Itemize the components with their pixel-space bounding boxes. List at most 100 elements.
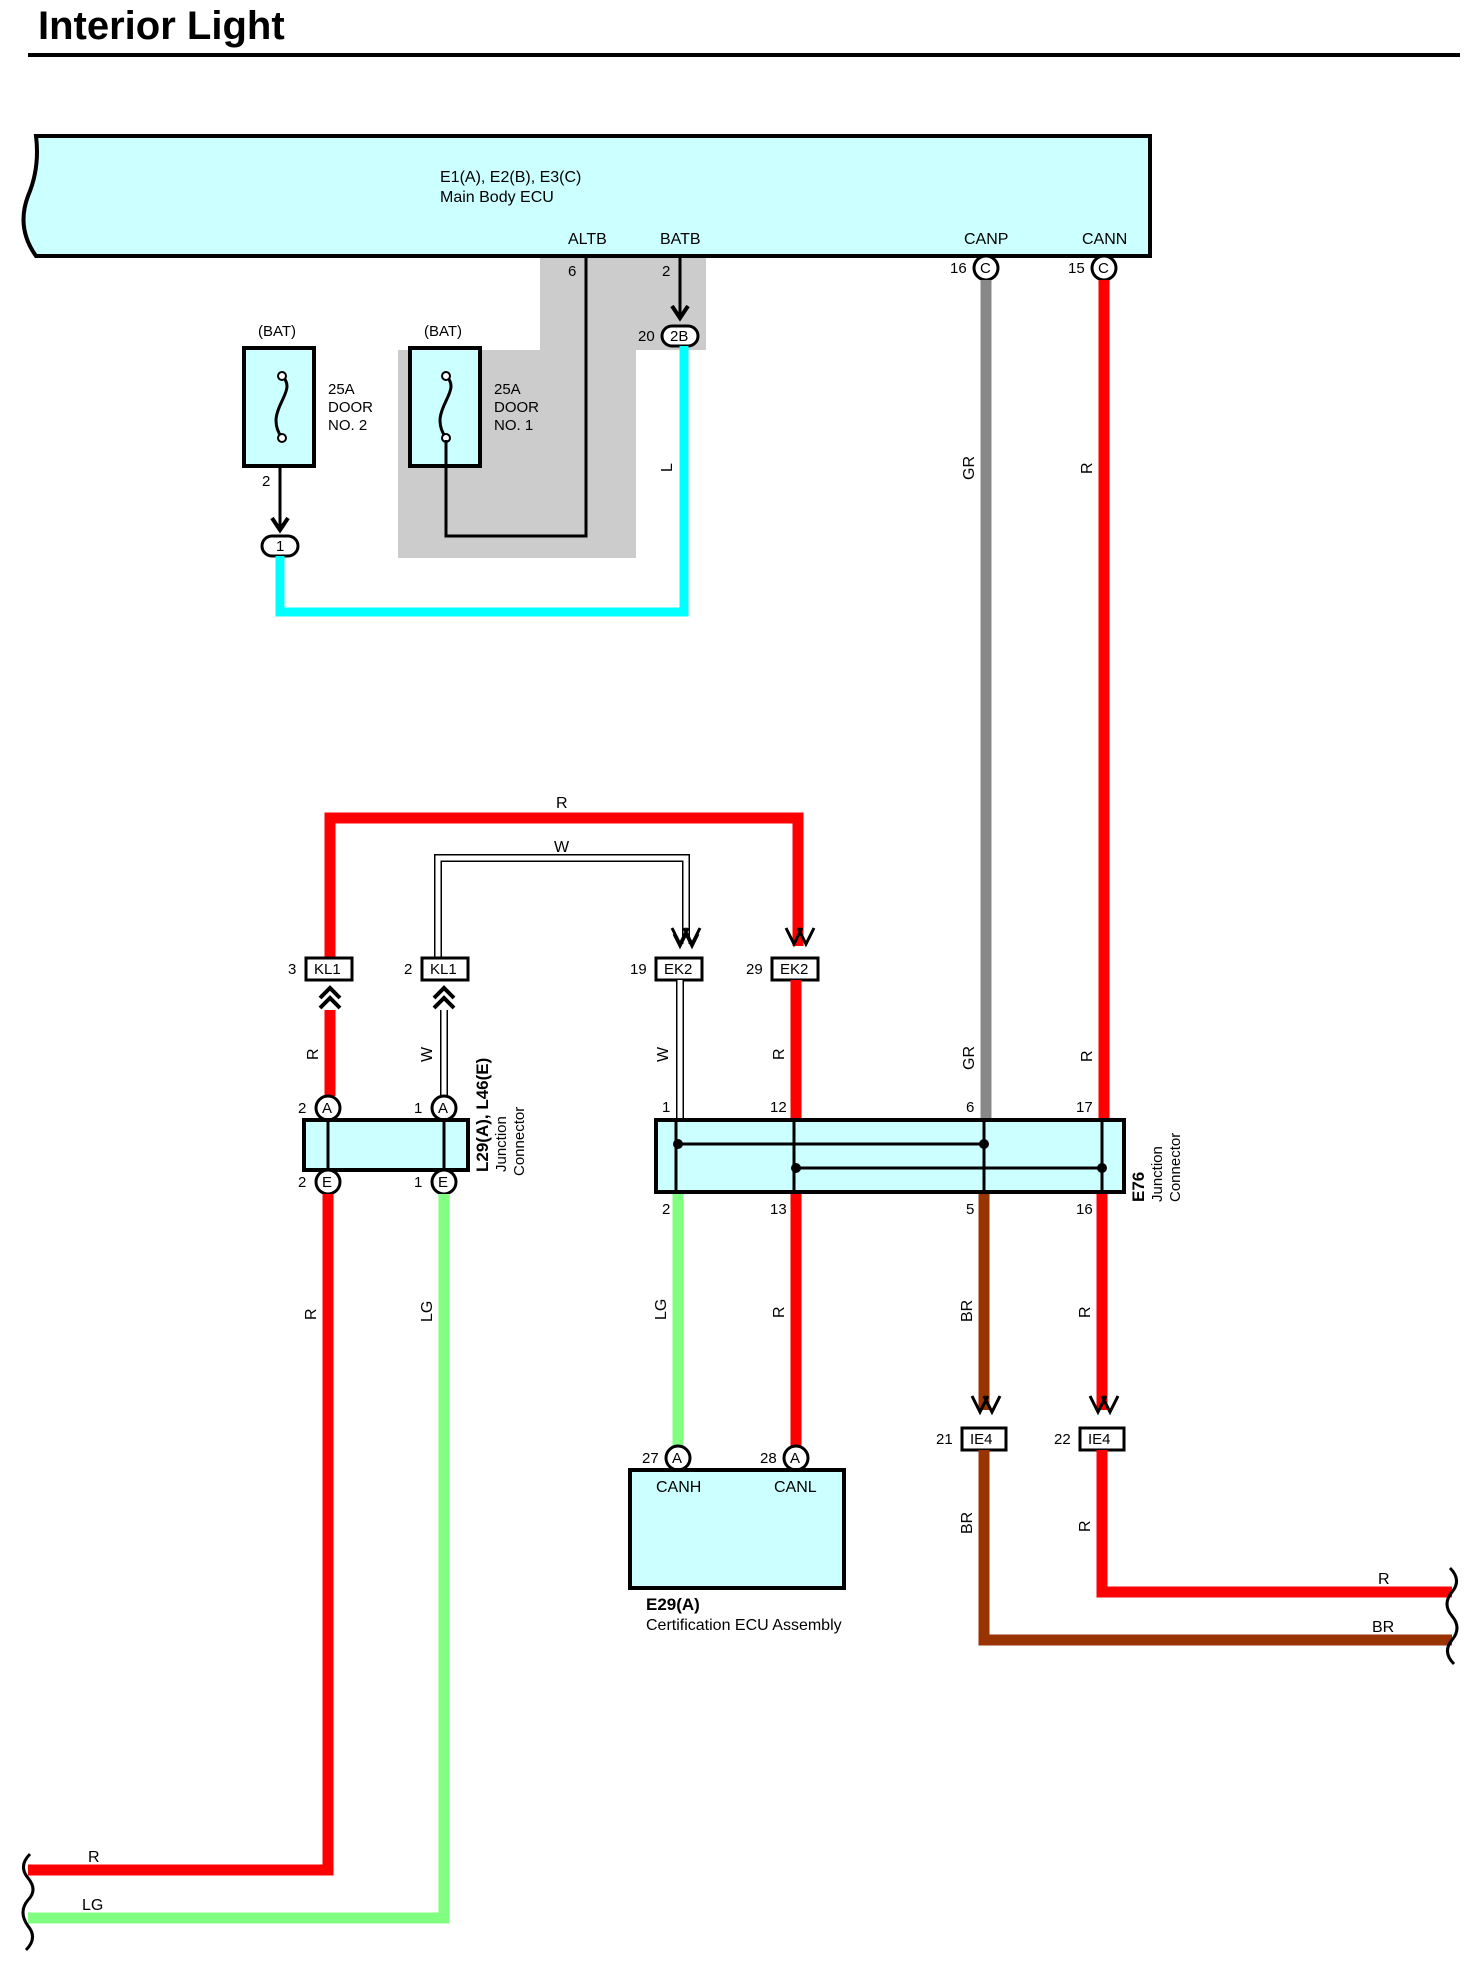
wire-label-gr-upper: GR [961, 456, 978, 480]
jb-connector-label: 2B [670, 328, 688, 345]
fuse-left-connector-label: 1 [276, 538, 284, 555]
pin-label-batb: BATB [660, 231, 701, 248]
jc-left-top-conn-b: A [438, 1100, 448, 1117]
wire-label-lg-lower-left: LG [419, 1301, 436, 1322]
altb-wire [444, 256, 588, 538]
wire-label-w-ek2: W [655, 1046, 672, 1062]
ie4-22-label: IE4 [1088, 1431, 1111, 1448]
jc-left-name: L29(A), L46(E) [473, 1058, 492, 1172]
wire-label-br-right: BR [1372, 1619, 1394, 1636]
batb-arrow-icon [670, 304, 690, 322]
wire-r-top [324, 812, 804, 960]
fuse-right-line1: DOOR [494, 399, 539, 416]
cert-conn-a: A [672, 1450, 682, 1467]
ie4-22-pin: 22 [1054, 1431, 1071, 1448]
kl1-2-pin: 2 [404, 961, 412, 978]
fuse-left-line1: DOOR [328, 399, 373, 416]
cert-conn-b: A [790, 1450, 800, 1467]
fuse-left-source: (BAT) [258, 323, 296, 340]
wire-label-lg-bottom: LG [82, 1897, 103, 1914]
wire-label-l: L [659, 463, 676, 472]
jc-e76-box [654, 1118, 1126, 1194]
wire-br-bottom-right [978, 1450, 1452, 1646]
cert-canh-label: CANH [656, 1479, 701, 1496]
wire-label-r-cert: R [771, 1306, 788, 1318]
wire-label-br-upper: BR [959, 1300, 976, 1322]
jc-left-box [302, 1118, 470, 1172]
cert-ecu-box [628, 1468, 846, 1590]
jc-left-bot-pin-1: 1 [414, 1174, 422, 1191]
jc-left-line1: Junction [493, 1116, 510, 1172]
wire-label-w-top: W [554, 839, 570, 856]
page-title: Interior Light [38, 4, 285, 48]
wire-w-top [434, 854, 690, 960]
wire-label-gr-lower: GR [961, 1046, 978, 1070]
e76-top-pin-12: 12 [770, 1099, 787, 1116]
title-rule [28, 53, 1460, 57]
junction-block-shade [398, 258, 706, 558]
ie4-21-label: IE4 [970, 1431, 993, 1448]
jc-left-top-pin-0: 2 [298, 1100, 306, 1117]
jc-left-bot-conn-b: E [438, 1174, 448, 1191]
ie4-21-pin: 21 [936, 1431, 953, 1448]
e76-top-pin-17: 17 [1076, 1099, 1093, 1116]
jc-left-line2: Connector [511, 1107, 528, 1176]
e76-line2: Connector [1167, 1133, 1184, 1202]
wire-r-bottom-left [28, 1194, 334, 1876]
wire-label-r-cann-upper: R [1079, 462, 1096, 474]
main-body-ecu-box [21, 134, 1152, 258]
wire-label-r-lower-left: R [303, 1308, 320, 1320]
cann-connector-label: C [1098, 260, 1109, 277]
wire-label-r-top: R [556, 795, 568, 812]
wire-label-r-ie4-upper: R [1077, 1306, 1094, 1318]
ek2-29-pin: 29 [746, 961, 763, 978]
cert-pin-28: 28 [760, 1450, 777, 1467]
canp-pin-number: 16 [950, 260, 967, 277]
fuse-left-symbol-icon [274, 374, 289, 439]
cert-pin-27: 27 [642, 1450, 659, 1467]
ek2-19-pin: 19 [630, 961, 647, 978]
wire-label-br-lower: BR [959, 1512, 976, 1534]
ek2-29-arrow-icon [784, 927, 816, 948]
fuse-right-line2: NO. 1 [494, 417, 533, 434]
jc-left-bot-pin-0: 2 [298, 1174, 306, 1191]
wire-label-r-ie4-lower: R [1077, 1520, 1094, 1532]
fuse-right-amp: 25A [494, 381, 521, 398]
wire-break-right-icon [1445, 1566, 1459, 1666]
kl1-2-arrow-icon [432, 985, 456, 1010]
e76-top-pin-6: 6 [966, 1099, 974, 1116]
pin-label-canp: CANP [964, 231, 1008, 248]
altb-pin-number: 6 [568, 263, 576, 280]
kl1-3-label: KL1 [314, 961, 341, 978]
cert-canl-label: CANL [774, 1479, 817, 1496]
batb-pin-number: 2 [662, 263, 670, 280]
wire-break-left-icon [21, 1852, 35, 1952]
e76-bot-pin-5: 5 [966, 1201, 974, 1218]
pin-label-altb: ALTB [568, 231, 607, 248]
ecu-description: Main Body ECU [440, 189, 554, 206]
wire-label-r-kl1: R [305, 1048, 322, 1060]
ie4-22-arrow-icon [1088, 1395, 1120, 1416]
wire-r-bottom-right [1096, 1450, 1452, 1598]
cert-ecu-description: Certification ECU Assembly [646, 1617, 842, 1634]
fuse-left-arrow-icon [270, 516, 290, 534]
wire-label-lg-cert: LG [653, 1299, 670, 1320]
jc-left-bot-conn-a: E [322, 1174, 332, 1191]
cann-pin-number: 15 [1068, 260, 1085, 277]
wire-label-r-bottom: R [88, 1849, 100, 1866]
wire-l-cyan [275, 346, 689, 617]
fuse-left-pin: 2 [262, 473, 270, 490]
fuse-right-source: (BAT) [424, 323, 462, 340]
canp-connector-label: C [980, 260, 991, 277]
ek2-19-label: EK2 [664, 961, 692, 978]
wire-label-w-kl1: W [419, 1046, 436, 1062]
kl1-3-pin: 3 [288, 961, 296, 978]
e76-top-pin-1: 1 [662, 1099, 670, 1116]
kl1-connector-3 [304, 956, 354, 982]
e76-bot-pin-2: 2 [662, 1201, 670, 1218]
jc-left-top-pin-1: 1 [414, 1100, 422, 1117]
e76-name: E76 [1129, 1172, 1148, 1202]
cert-ecu-name: E29(A) [646, 1595, 700, 1614]
ecu-name: E1(A), E2(B), E3(C) [440, 169, 581, 186]
